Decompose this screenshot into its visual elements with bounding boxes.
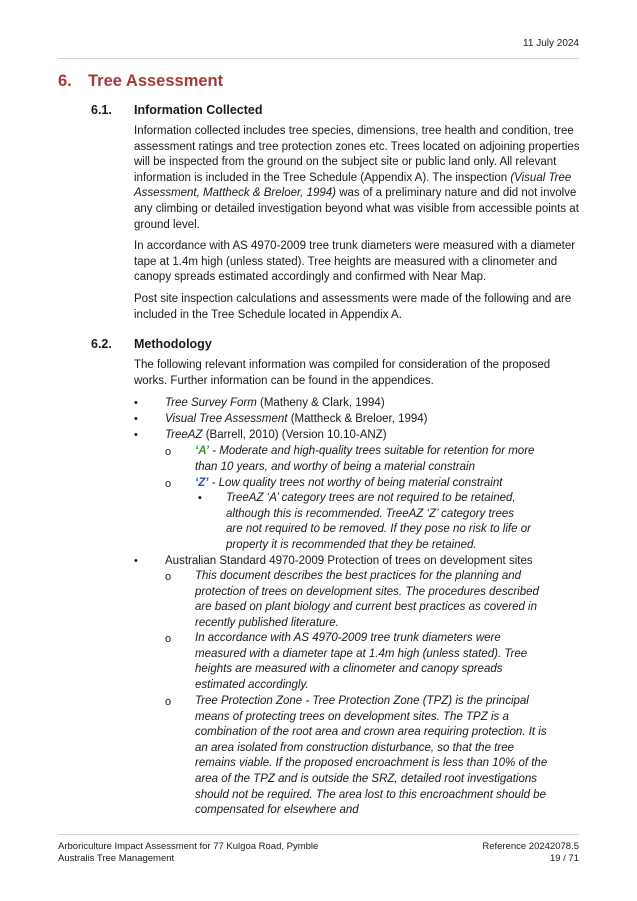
footer-company: Australis Tree Management: [58, 853, 175, 864]
footer-reference: Reference 20242078.5: [482, 841, 579, 852]
list-item-treeaz-note: TreeAZ ‘A’ category trees are not requir…: [226, 492, 531, 551]
footer-doc-title: Arboriculture Impact Assessment for 77 K…: [58, 841, 319, 852]
subsection-number: 6.2.: [91, 337, 112, 351]
circle-marker: o: [165, 571, 172, 583]
bullet-marker: •: [134, 555, 138, 567]
circle-marker: o: [165, 446, 172, 458]
bullet-marker: •: [134, 429, 138, 441]
list-item: Visual Tree Assessment (Mattheck & Brelo…: [165, 413, 428, 425]
paragraph-measurement: In accordance with AS 4970-2009 tree tru…: [134, 240, 576, 284]
bullet-marker: •: [134, 413, 138, 425]
subsection-title: Methodology: [134, 337, 212, 351]
section-title: Tree Assessment: [88, 72, 224, 90]
circle-marker: o: [165, 478, 172, 490]
subsection-title: Information Collected: [134, 103, 263, 117]
list-item-standard-scope: This document describes the best practic…: [195, 570, 539, 629]
section-heading: 6. Tree Assessment: [58, 72, 223, 91]
list-item-standard: Australian Standard 4970-2009 Protection…: [165, 555, 533, 567]
paragraph-calculations: Post site inspection calculations and as…: [134, 293, 572, 321]
circle-marker: o: [165, 633, 172, 645]
subsection-heading-methodology: 6.2. Methodology: [91, 337, 212, 351]
paragraph-methodology-intro: The following relevant information was c…: [134, 359, 551, 387]
square-marker: ▪: [198, 492, 202, 504]
subsection-heading-information: 6.1. Information Collected: [91, 103, 262, 117]
circle-marker: o: [165, 696, 172, 708]
header-date: 11 July 2024: [523, 38, 579, 49]
bullet-marker: •: [134, 397, 138, 409]
list-item: Tree Survey Form (Matheny & Clark, 1994): [165, 397, 385, 409]
category-z-label: ‘Z’: [195, 477, 209, 489]
list-item: TreeAZ (Barrell, 2010) (Version 10.10-AN…: [165, 429, 387, 441]
list-item-standard-measurement: In accordance with AS 4970-2009 tree tru…: [195, 632, 528, 691]
footer-divider: [58, 834, 579, 835]
category-a-label: ‘A’: [195, 445, 210, 457]
subsection-number: 6.1.: [91, 103, 112, 117]
list-item-category-z: ‘Z’ - Low quality trees not worthy of be…: [195, 477, 503, 489]
section-number: 6.: [58, 72, 72, 90]
list-item-standard-tpz: Tree Protection Zone - Tree Protection Z…: [195, 695, 548, 817]
list-item-category-a: ‘A’ - Moderate and high-quality trees su…: [195, 445, 535, 473]
footer-page-number: 19 / 71: [549, 853, 579, 864]
header-divider: [58, 58, 579, 59]
paragraph-information: Information collected includes tree spec…: [134, 125, 580, 231]
